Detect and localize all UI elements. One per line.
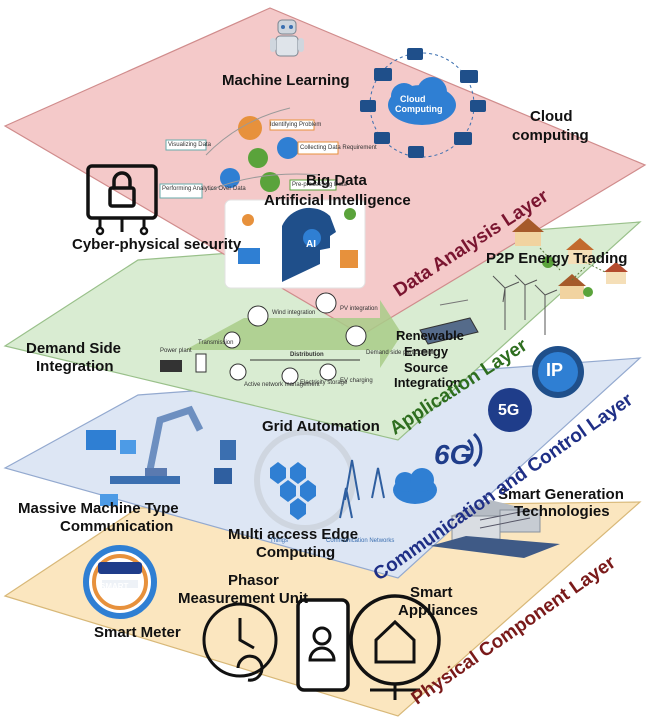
grid-demand-participation: Demand side participation [366, 350, 436, 356]
mmtc-label-1: Massive Machine Type [18, 500, 179, 517]
comm-networks-label: Communication Networks [326, 538, 395, 544]
appliances-label-2: Appliances [398, 602, 479, 619]
cloud-network-icon [360, 48, 486, 158]
grid-storage: Electricity storage [300, 380, 348, 386]
smart-meter-badge: SMART [100, 582, 129, 591]
grid-automation-label: Grid Automation [262, 418, 380, 435]
bigdata-tag-2: Visualizing Data [168, 142, 211, 148]
robot-arm-icon [86, 405, 236, 506]
things-label: Things [270, 538, 289, 544]
renewable-label-2: Energy [404, 344, 449, 359]
p2p-label: P2P Energy Trading [486, 250, 628, 267]
smart-gen-label-1: Smart Generation [498, 486, 624, 503]
ip-label: IP [546, 360, 564, 380]
pmu-clock-icon [202, 602, 278, 682]
smart-gen-label-2: Technologies [514, 503, 610, 520]
smart-meter-label: Smart Meter [94, 624, 181, 641]
5g-label: 5G [498, 402, 520, 419]
grid-wind: Wind integration [272, 310, 316, 316]
edge-computing-icon [254, 429, 437, 531]
pmu-label-2: Measurement Unit [178, 590, 309, 607]
grid-transmission: Transmission [198, 340, 234, 346]
demand-side-label-1: Demand Side [26, 340, 122, 357]
big-data-icons [159, 107, 339, 199]
renewable-label-4: Integration [394, 375, 462, 390]
lock-computer-icon [86, 164, 158, 236]
bigdata-tag-1: Identifying Problem [270, 122, 322, 128]
cloud-computing-label-1: Cloud [530, 108, 573, 125]
bigdata-tag-3: Performing Analytics Over Data [162, 186, 246, 192]
big-data-label: Big Data [306, 172, 367, 189]
artificial-intelligence-label: Artificial Intelligence [264, 192, 411, 209]
wind-solar-icon [419, 274, 558, 345]
robot-icon [270, 19, 304, 57]
5g-badge [488, 388, 532, 432]
houses-icon [512, 218, 628, 299]
cloud-badge-1: Cloud [400, 94, 426, 104]
ai-head-icon [224, 199, 366, 289]
ai-badge: AI [306, 239, 316, 250]
smart-generation-icon [430, 500, 560, 558]
machine-learning-label: Machine Learning [222, 72, 350, 89]
demand-side-label-2: Integration [36, 358, 114, 375]
bigdata-tag-5: Collecting Data Requirement [300, 145, 377, 151]
smart-meter-icon [83, 545, 157, 619]
grid-distribution: Distribution [290, 352, 324, 358]
grid-power-plant: Power plant [160, 348, 192, 354]
cloud-computing-label-2: computing [512, 127, 589, 144]
ip-globe-icon [532, 346, 584, 398]
communication-layer-plane [3, 357, 642, 579]
cloud-badge-2: Computing [395, 104, 443, 114]
appliances-label-1: Smart [410, 584, 453, 601]
grid-arrow [160, 292, 402, 385]
mec-label-1: Multi access Edge [228, 526, 359, 543]
mmtc-label-2: Communication [60, 518, 174, 535]
grid-active-network: Active network management [244, 382, 320, 388]
6g-label: 6G [434, 439, 472, 470]
cyber-security-label: Cyber-physical security [72, 236, 242, 253]
grid-pv: PV integration [340, 306, 378, 312]
renewable-label-3: Source [404, 360, 449, 375]
smart-appliance-icon [296, 594, 441, 700]
mec-label-2: Computing [256, 544, 336, 561]
renewable-label-1: Renewable [396, 328, 464, 343]
pmu-label-1: Phasor [228, 572, 279, 589]
wifi-signal-icon [466, 432, 483, 468]
bigdata-tag-4: Pre-processing Data [292, 182, 347, 188]
grid-ev: EV charging [340, 378, 373, 384]
